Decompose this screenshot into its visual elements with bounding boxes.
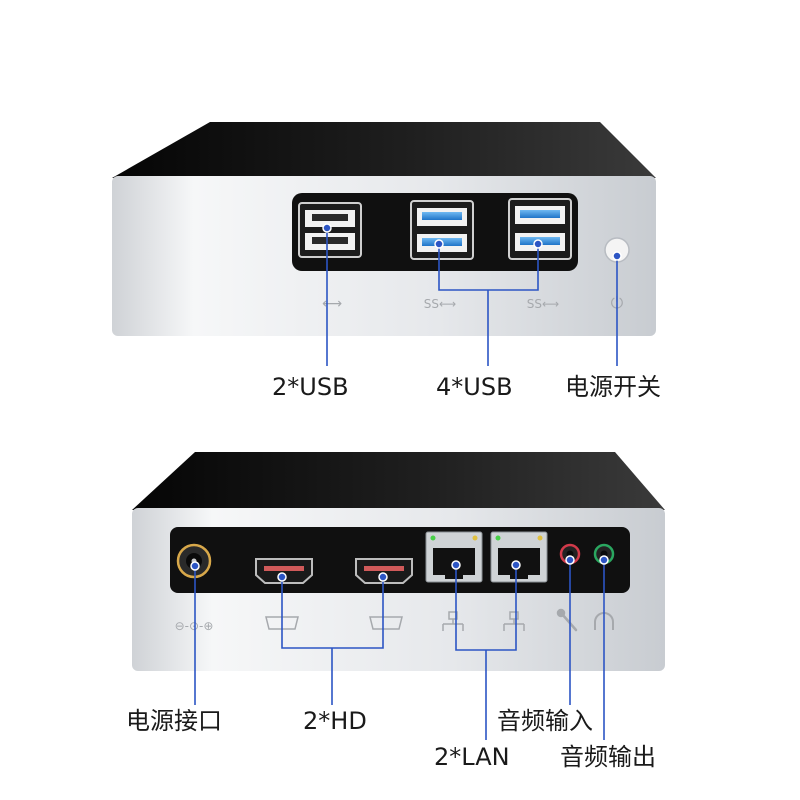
lan-port-2 (490, 531, 548, 583)
label-power-port: 电源接口 (126, 707, 222, 735)
label-hd: 2*HD (303, 707, 367, 735)
front-callout-dots (322, 223, 622, 261)
label-audio-in: 音频输入 (497, 707, 593, 735)
label-usb3: 4*USB (436, 373, 513, 401)
label-audio-out: 音频输出 (560, 743, 656, 771)
label-lan: 2*LAN (434, 743, 510, 771)
usb3-port-stack-2 (508, 198, 572, 260)
lan-port-1 (425, 531, 483, 583)
hdmi-port-2 (355, 558, 413, 584)
lan-icon (503, 611, 525, 631)
hdmi-icon (369, 616, 403, 630)
front-unit: ⟷ SS⟷ SS⟷ ⏻ (112, 122, 656, 336)
front-chassis-top (112, 122, 656, 178)
hdmi-port-1 (255, 558, 313, 584)
label-power-switch: 电源开关 (565, 373, 661, 401)
front-callout-lines (326, 228, 618, 366)
back-unit: ⊖-⊙-⊕ (132, 452, 665, 671)
back-callout-lines (194, 560, 605, 740)
usb3-port-stack-1 (410, 200, 474, 260)
label-usb2: 2*USB (272, 373, 349, 401)
usb-superspeed-icon: SS⟷ (527, 297, 559, 311)
usb-icon: ⟷ (322, 296, 342, 312)
microphone-icon (556, 608, 578, 632)
usb-superspeed-icon: SS⟷ (424, 297, 456, 311)
dc-power-icon: ⊖-⊙-⊕ (175, 619, 214, 633)
hdmi-icon (265, 616, 299, 630)
dc-power-jack (176, 543, 212, 579)
back-chassis-top (132, 452, 665, 510)
lan-icon (442, 611, 464, 631)
back-callout-dots (190, 555, 609, 582)
